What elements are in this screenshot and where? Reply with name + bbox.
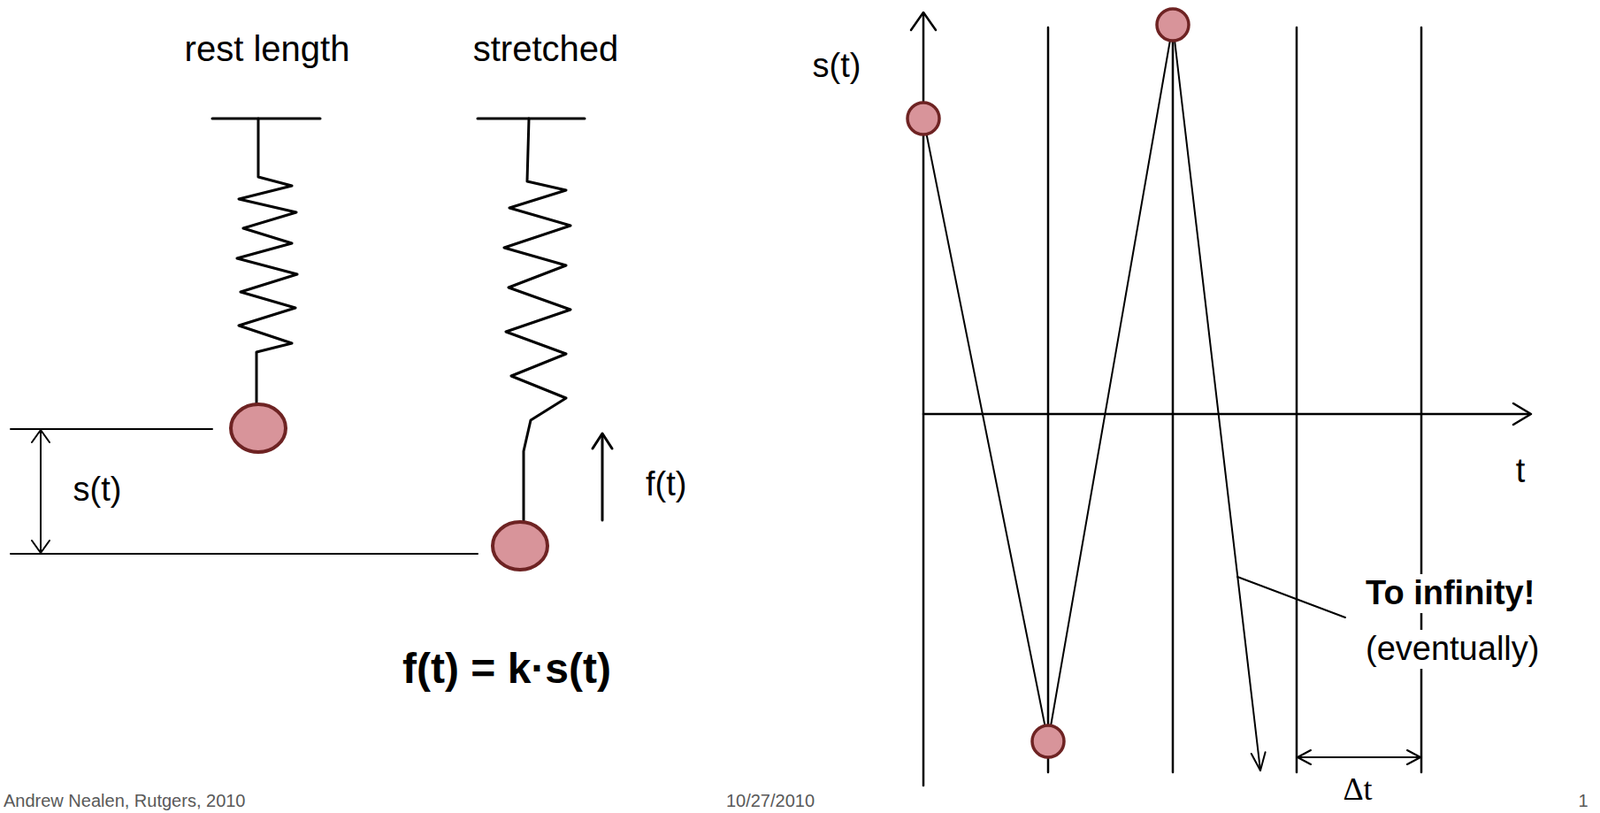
arrowhead <box>911 12 936 31</box>
x-axis <box>923 413 1530 416</box>
trajectory <box>923 24 1261 771</box>
mass <box>492 521 548 570</box>
footer-text: Andrew Nealen, Rutgers, 2010 <box>3 790 246 812</box>
spring <box>237 118 298 407</box>
spring <box>504 118 571 524</box>
dimension-label: s(t) <box>73 470 123 510</box>
annotation: To infinity! <box>1362 574 1538 613</box>
force-label: f(t) <box>645 465 687 505</box>
dimension-arrow <box>39 430 42 552</box>
ceiling <box>477 117 585 121</box>
force-arrow <box>601 434 605 521</box>
ceiling <box>212 117 321 121</box>
arrowhead <box>1251 751 1266 771</box>
caption-label: stretched <box>473 28 620 69</box>
sample-point <box>907 102 940 135</box>
axis-label: t <box>1515 451 1526 491</box>
page-number: 1 <box>1577 790 1588 812</box>
sample-point <box>1032 725 1065 758</box>
axis-label: s(t) <box>812 46 862 86</box>
time-step-line <box>1295 27 1299 773</box>
arrowhead <box>592 433 613 449</box>
time-step-line <box>1047 27 1050 773</box>
time-step-line <box>1171 27 1175 773</box>
arrowhead <box>1297 750 1421 765</box>
arrowhead <box>31 429 50 553</box>
footer-text: 10/27/2010 <box>726 790 815 812</box>
dimension-arrow <box>1298 756 1420 758</box>
dimension-label: Δt <box>1342 771 1372 808</box>
equation: f(t) = k·s(t) <box>402 643 612 693</box>
sample-point <box>1156 8 1189 41</box>
caption-label: rest length <box>184 28 351 69</box>
annotation: (eventually) <box>1362 629 1542 669</box>
leader-line <box>1237 576 1346 618</box>
mass <box>230 404 286 452</box>
reference-line <box>10 552 478 555</box>
arrowhead <box>1513 403 1532 425</box>
